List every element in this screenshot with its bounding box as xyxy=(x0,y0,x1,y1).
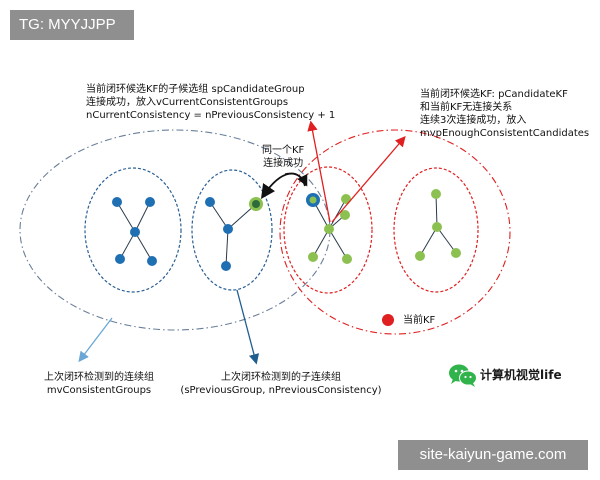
prev-subgroup-label: 上次闭环检测到的子连续组 (sPreviousGroup, nPreviousC… xyxy=(180,372,382,396)
candidate-group-ellipse-2 xyxy=(393,167,479,293)
brand-logo: 计算机视觉life xyxy=(448,362,576,388)
current-kf-legend-dot xyxy=(382,314,394,326)
watermark-tag: TG: MYYJJPP xyxy=(10,10,134,40)
candidate-kf-ellipse xyxy=(279,129,511,335)
consistent-groups-arrow xyxy=(78,317,113,363)
wechat-icon xyxy=(449,364,477,387)
consistent-groups-label: 上次闭环检测到的连续组 mvConsistentGroups xyxy=(44,372,154,396)
keyframe-graph-2 xyxy=(209,201,257,267)
brand-name: 计算机视觉life xyxy=(480,368,562,382)
keyframe-graph-2-nodes xyxy=(205,197,263,271)
candidate-subgroup-ellipse xyxy=(283,166,373,294)
same-kf-connection-arrow-back xyxy=(284,172,308,187)
candidate-to-label-arrow xyxy=(331,136,406,223)
candidate-subgroup-annotation: 当前闭环候选KF的子候选组 spCandidateGroup 连接成功，放入vC… xyxy=(86,84,336,121)
same-kf-connection-label: 同一个KF 连接成功 xyxy=(262,145,305,169)
candidate-kf-annotation: 当前闭环候选KF: pCandidateKF 和当前KF无连接关系 连续3次连接… xyxy=(420,89,590,139)
prev-group-ellipse-1 xyxy=(84,167,182,293)
footer-site: site-kaiyun-game.com xyxy=(398,440,588,470)
subgroup-to-label-arrow xyxy=(307,120,331,223)
keyframe-graph-1 xyxy=(116,201,153,262)
keyframe-graph-4 xyxy=(419,193,457,257)
current-kf-legend-label: 当前KF xyxy=(403,315,436,326)
keyframe-graph-4-nodes xyxy=(415,189,461,261)
same-kf-connection-arrow xyxy=(260,172,306,199)
keyframe-graph-1-nodes xyxy=(112,197,157,266)
prev-subgroup-arrow xyxy=(236,289,260,365)
prev-subgroup-ellipse xyxy=(191,169,273,291)
keyframe-graph-3-nodes xyxy=(306,193,352,264)
